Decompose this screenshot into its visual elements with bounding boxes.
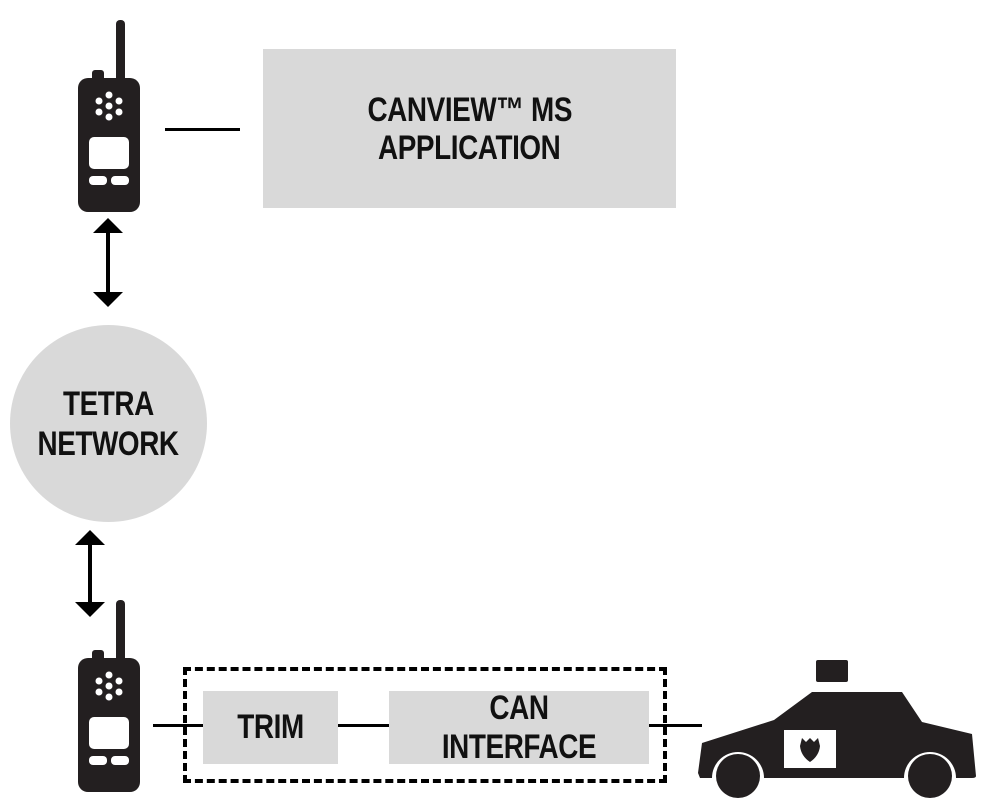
connector-line-can-car (649, 724, 702, 727)
trim-label: TRIM (237, 708, 304, 746)
top-radio-icon (78, 20, 140, 212)
double-arrow-bottom (75, 530, 105, 617)
network-line1: TETRA (63, 384, 154, 423)
trim-box: TRIM (203, 691, 338, 764)
connector-line-radio-trim (153, 724, 203, 727)
police-car-icon (698, 660, 976, 798)
network-line2: NETWORK (37, 424, 180, 463)
bottom-radio-icon (78, 600, 140, 792)
can-interface-box: CAN INTERFACE (389, 688, 649, 766)
connector-line-trim-can (338, 724, 390, 727)
tetra-network-circle: TETRA NETWORK (10, 325, 207, 522)
application-box-line1: CANVIEW™ MS (367, 90, 572, 129)
can-interface-label: CAN INTERFACE (441, 688, 597, 766)
connector-line-app (165, 128, 240, 131)
canview-ms-application-box: CANVIEW™ MS APPLICATION (263, 49, 676, 208)
double-arrow-top (93, 218, 123, 307)
application-box-line2: APPLICATION (378, 128, 561, 167)
